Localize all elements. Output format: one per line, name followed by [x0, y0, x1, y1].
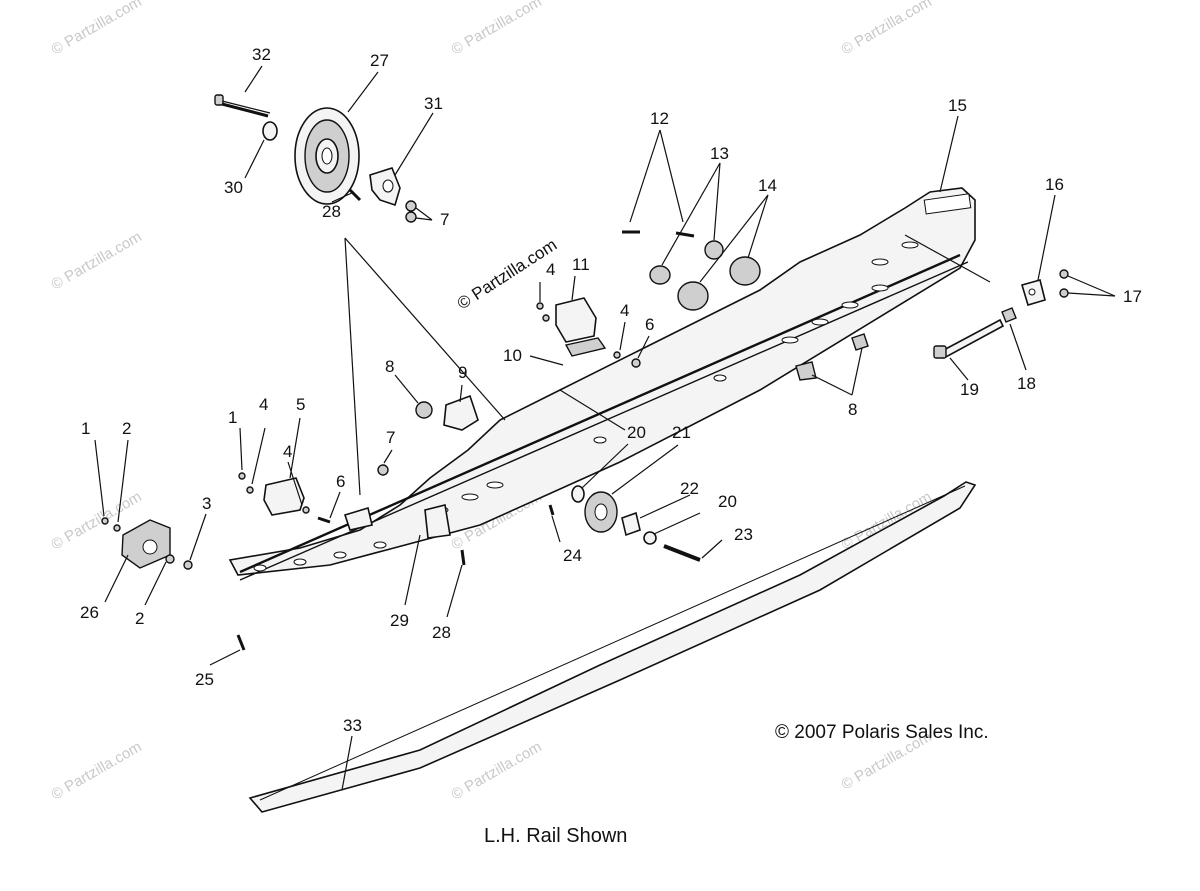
part-drawings — [94, 65, 1116, 813]
callout-31: 31 — [424, 94, 443, 113]
bushings — [622, 230, 869, 381]
callout-12: 12 — [650, 109, 669, 128]
callout-10: 10 — [503, 346, 522, 365]
callout-24: 24 — [563, 546, 582, 565]
main-rail — [228, 187, 976, 581]
callout-1: 1 — [81, 419, 90, 438]
wheel-group — [571, 485, 701, 562]
callout-32: 32 — [252, 45, 271, 64]
wear-blocks — [238, 297, 641, 524]
callout-6: 6 — [336, 472, 345, 491]
watermark-layer: © Partzilla.com © Partzilla.com © Partzi… — [49, 0, 935, 803]
callout-13: 13 — [710, 144, 729, 163]
callout-27: 27 — [370, 51, 389, 70]
callout-29: 29 — [390, 611, 409, 630]
callout-4: 4 — [620, 301, 629, 320]
front-hardware — [101, 504, 555, 651]
callout-labels: 32 27 31 30 28 7 12 13 14 15 16 17 18 19… — [80, 45, 1142, 735]
watermark: © Partzilla.com — [449, 0, 545, 58]
callout-21: 21 — [672, 423, 691, 442]
callout-22: 22 — [680, 479, 699, 498]
callout-4: 4 — [259, 395, 268, 414]
callout-25: 25 — [195, 670, 214, 689]
callout-9: 9 — [458, 363, 467, 382]
callout-30: 30 — [224, 178, 243, 197]
leader-lines — [94, 65, 1116, 791]
callout-33: 33 — [343, 716, 362, 735]
callout-7: 7 — [386, 428, 395, 447]
rear-hardware — [933, 269, 1069, 360]
callout-2: 2 — [135, 609, 144, 628]
callout-4: 4 — [283, 442, 292, 461]
callout-6: 6 — [645, 315, 654, 334]
callout-1: 1 — [228, 408, 237, 427]
callout-14: 14 — [758, 176, 777, 195]
diagram-caption: L.H. Rail Shown — [484, 825, 627, 847]
partzilla-stamp: © Partzilla.com — [454, 235, 560, 313]
idler-wheel-assembly — [214, 94, 417, 223]
callout-16: 16 — [1045, 175, 1064, 194]
callout-11: 11 — [572, 255, 590, 274]
callout-28: 28 — [322, 202, 341, 221]
callout-17: 17 — [1123, 287, 1142, 306]
callout-20: 20 — [627, 423, 646, 442]
watermark: © Partzilla.com — [839, 0, 935, 58]
watermark: © Partzilla.com — [49, 738, 145, 803]
callout-5: 5 — [296, 395, 305, 414]
watermark: © Partzilla.com — [49, 0, 145, 58]
callout-8: 8 — [385, 357, 394, 376]
callout-15: 15 — [948, 96, 967, 115]
callout-23: 23 — [734, 525, 753, 544]
callout-2: 2 — [122, 419, 131, 438]
misc-hardware — [377, 394, 479, 476]
callout-4: 4 — [546, 260, 555, 279]
callout-3: 3 — [202, 494, 211, 513]
watermark: © Partzilla.com — [49, 228, 145, 293]
callout-18: 18 — [1017, 374, 1036, 393]
callout-28: 28 — [432, 623, 451, 642]
callout-8: 8 — [848, 400, 857, 419]
slide-rail — [248, 481, 977, 813]
copyright-notice: © 2007 Polaris Sales Inc. — [775, 722, 989, 743]
callout-20: 20 — [718, 492, 737, 511]
callout-7: 7 — [440, 210, 449, 229]
callout-26: 26 — [80, 603, 99, 622]
callout-19: 19 — [960, 380, 979, 399]
